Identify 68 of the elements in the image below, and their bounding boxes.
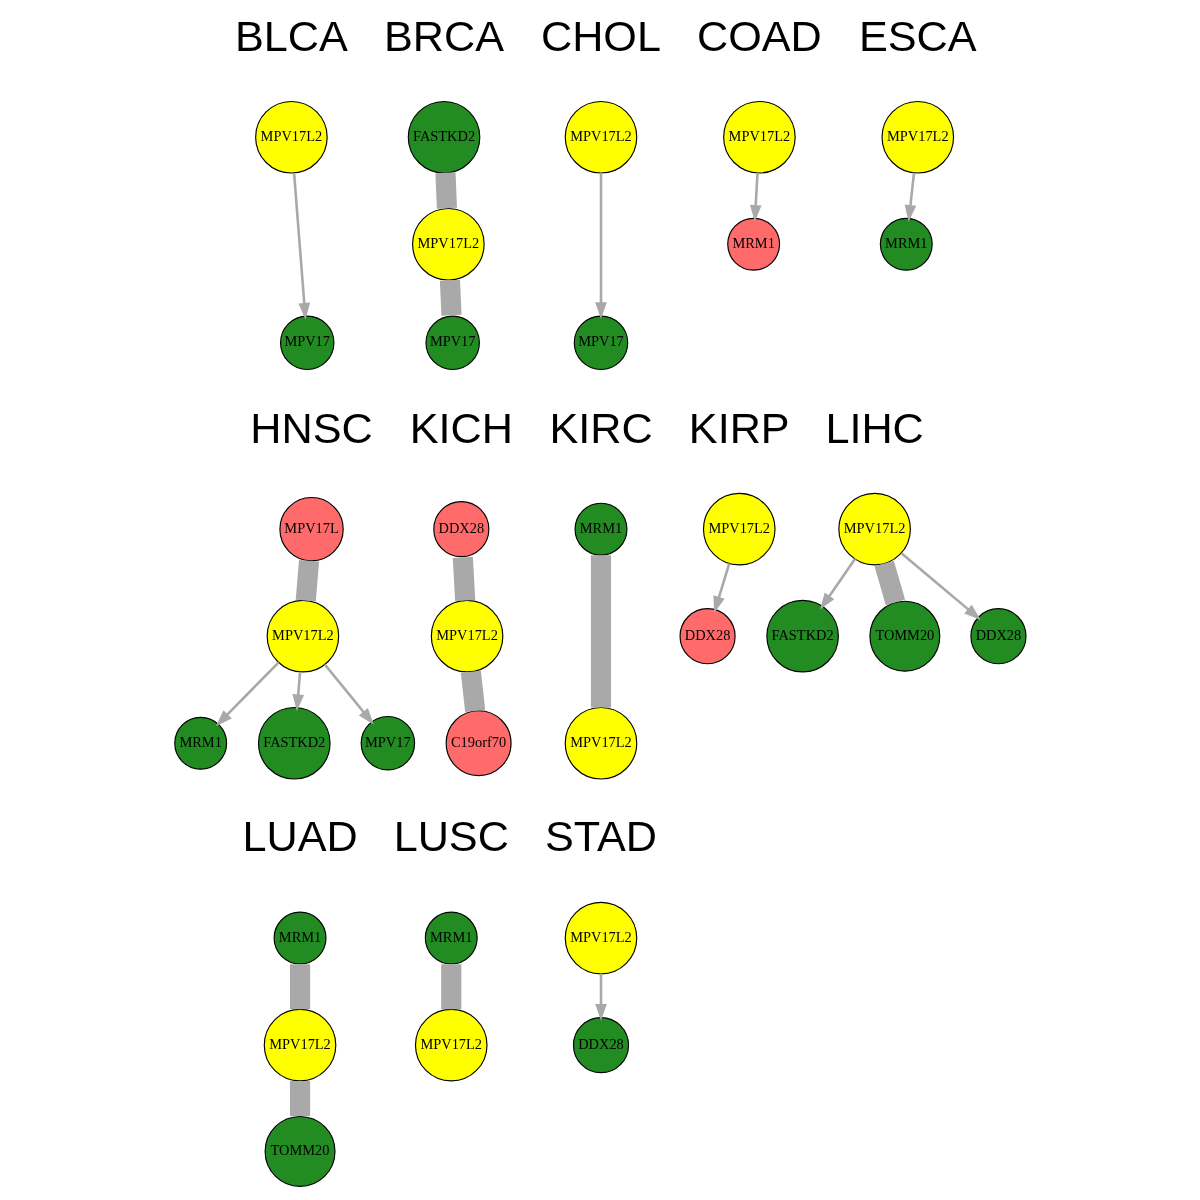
label: KIRC (548, 403, 653, 452)
label: BRCA (383, 11, 504, 60)
label: LIHC (824, 403, 924, 452)
arrow (712, 563, 730, 614)
label: STAD (544, 812, 657, 861)
label: CHOL (540, 11, 661, 60)
node-circle: MPV17L2 (414, 1008, 488, 1082)
arrow (594, 173, 607, 320)
node-circle: MPV17L2 (263, 1008, 336, 1082)
label: ESCA (858, 11, 977, 60)
arrow (900, 552, 981, 620)
label: HNSC (249, 403, 373, 452)
node-circle: MRM1 (273, 911, 327, 965)
node-circle: MPV17 (573, 315, 628, 371)
node-circle: FASTKD2 (765, 599, 839, 673)
node-circle: MPV17L2 (880, 100, 954, 174)
node-circle: MRM1 (173, 716, 227, 770)
node-circle: DDX28 (432, 501, 489, 558)
node-circle: DDX28 (678, 608, 736, 665)
node-circle: MRM1 (879, 217, 933, 271)
node-circle: FASTKD2 (257, 706, 331, 780)
node-circle: MPV17L2 (564, 706, 637, 780)
arrow (749, 172, 762, 222)
connector (460, 670, 485, 712)
label: KICH (409, 403, 513, 452)
arrow (594, 973, 607, 1021)
label: LUSC (393, 812, 509, 861)
arrow (819, 558, 856, 610)
node-circle: TOMM20 (868, 600, 940, 672)
connector (440, 964, 461, 1010)
node-circle: MPV17L2 (411, 207, 485, 281)
node-circle: MPV17 (360, 715, 415, 771)
node-circle: MPV17L2 (564, 100, 637, 174)
connector (289, 964, 310, 1010)
label: COAD (696, 11, 822, 60)
node-circle: MPV17L (278, 496, 344, 562)
node-circle: MPV17L2 (564, 901, 637, 975)
node-circle: MRM1 (726, 217, 780, 271)
connector (874, 560, 905, 606)
label: LUAD (241, 812, 358, 861)
arrow (904, 172, 916, 222)
node-circle: MPV17L2 (702, 492, 776, 566)
node-circle: DDX28 (572, 1017, 629, 1074)
node-circle: MRM1 (574, 502, 627, 556)
connector (434, 172, 457, 209)
arrow (323, 663, 374, 725)
arrow (292, 172, 310, 320)
arrow (291, 671, 304, 712)
node-circle: MPV17L2 (430, 599, 503, 673)
node-circle: MPV17L2 (254, 100, 328, 174)
connector (590, 555, 611, 708)
label: BLCA (234, 11, 348, 60)
node-circle: MPV17 (279, 315, 334, 371)
connector (439, 279, 462, 316)
node-circle: DDX28 (969, 608, 1027, 665)
node-circle: TOMM20 (264, 1115, 336, 1187)
label: KIRP (688, 403, 790, 452)
node-circle: MPV17L2 (722, 100, 796, 174)
node-circle: MPV17L2 (837, 492, 911, 566)
connector (289, 1081, 310, 1117)
node-circle: MRM1 (424, 911, 478, 965)
node-circle: C19orf70 (445, 710, 512, 777)
connector (295, 559, 319, 602)
arrow (215, 661, 280, 727)
node-circle: MPV17L2 (266, 599, 339, 673)
connector (452, 556, 475, 602)
node-circle: MPV17 (424, 315, 480, 371)
node-circle: FASTKD2 (407, 100, 480, 174)
